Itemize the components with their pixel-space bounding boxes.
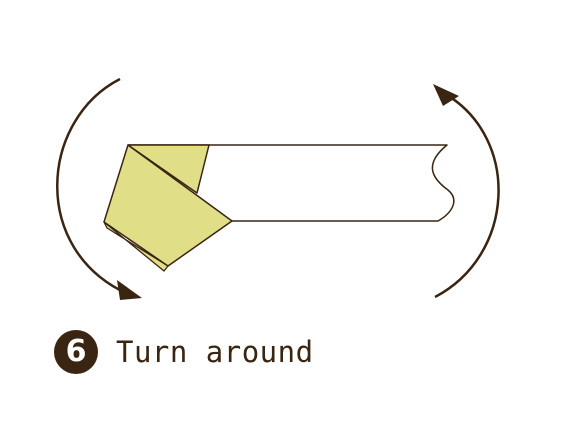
step-number-badge: 6 — [54, 330, 98, 374]
rotate-left-arrow-icon — [56, 77, 129, 296]
step-number: 6 — [65, 334, 87, 369]
step-caption: 6 Turn around — [54, 330, 314, 374]
tape-lower-piece — [103, 144, 233, 267]
rotate-right-arrow-icon — [434, 93, 500, 299]
tape-top-piece — [127, 144, 210, 194]
step-label: Turn around — [116, 334, 314, 369]
rotate-right-arrowhead-icon — [433, 84, 459, 106]
rotate-left-arrowhead-icon — [117, 280, 142, 300]
paper-strip — [128, 144, 455, 222]
